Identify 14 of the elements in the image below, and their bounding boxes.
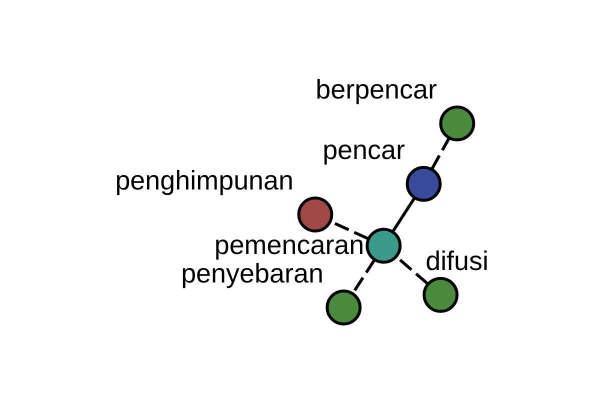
node-circle <box>297 196 334 232</box>
node-circle <box>439 104 476 141</box>
node-circle <box>422 276 459 312</box>
node-circle <box>406 165 442 202</box>
node-circle <box>366 227 402 264</box>
node-label: pencar <box>322 134 405 164</box>
connector <box>392 196 416 232</box>
node-label: difusi <box>426 246 489 276</box>
node-label: pemencaran <box>214 229 364 260</box>
connector <box>430 137 450 169</box>
node-circle <box>326 289 362 325</box>
node-label: penghimpunan <box>115 165 294 196</box>
node-label: berpencar <box>316 74 437 104</box>
connector <box>352 258 376 294</box>
